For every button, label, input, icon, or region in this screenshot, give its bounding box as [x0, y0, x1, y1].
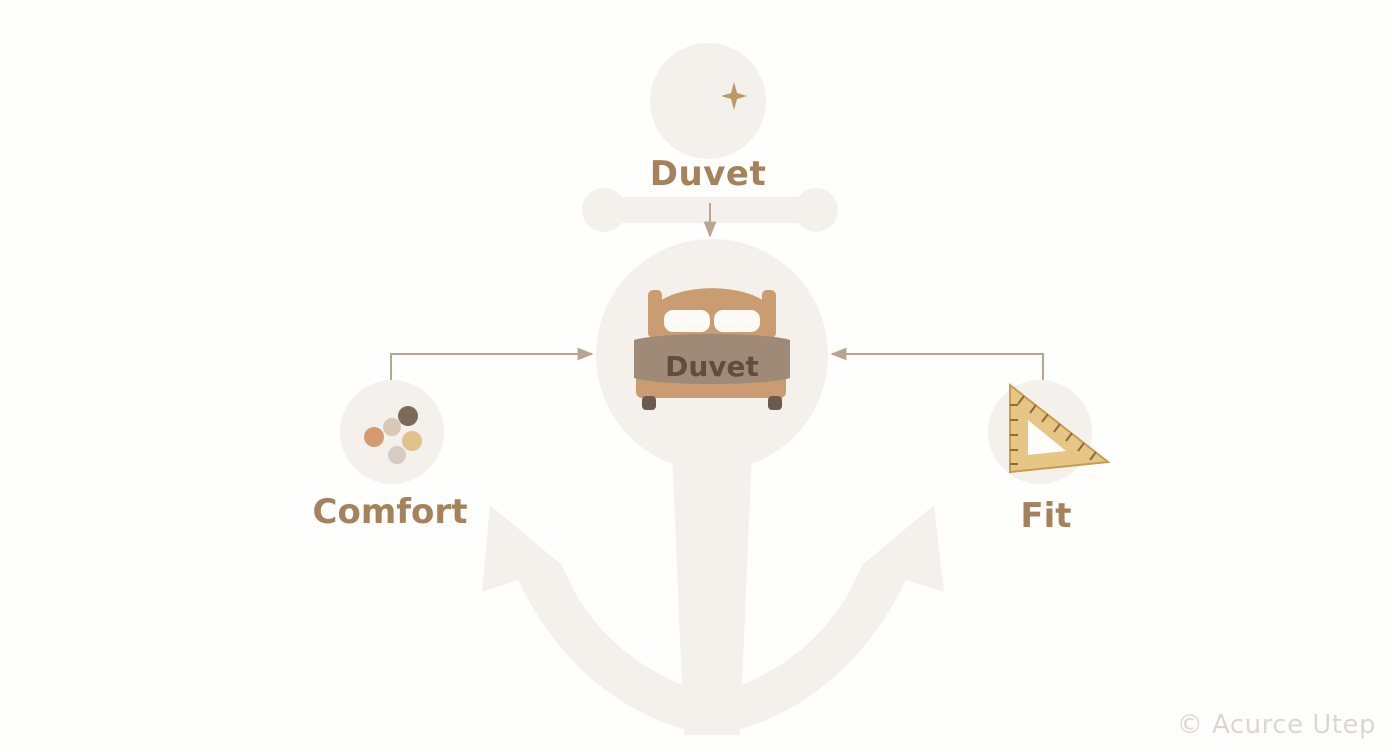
connectors	[390, 203, 1044, 380]
anchor-shape	[482, 188, 944, 735]
left-node	[340, 380, 444, 484]
left-node-label: Comfort	[312, 492, 468, 532]
right-node-label: Fit	[1020, 496, 1072, 536]
moon-star-icon	[683, 67, 747, 138]
bed-icon	[634, 288, 790, 410]
connector-left	[390, 347, 594, 380]
top-node-circle	[650, 43, 766, 159]
watermark: © Acurce Utep	[1176, 710, 1376, 740]
top-node-label: Duvet	[649, 154, 767, 194]
center-node	[596, 239, 828, 471]
center-node-label: Duvet	[665, 350, 759, 383]
top-node	[650, 43, 766, 159]
dots-icon	[364, 406, 422, 464]
right-node	[988, 380, 1111, 484]
triangle-ruler-icon	[1009, 382, 1111, 474]
connector-right	[830, 347, 1044, 380]
